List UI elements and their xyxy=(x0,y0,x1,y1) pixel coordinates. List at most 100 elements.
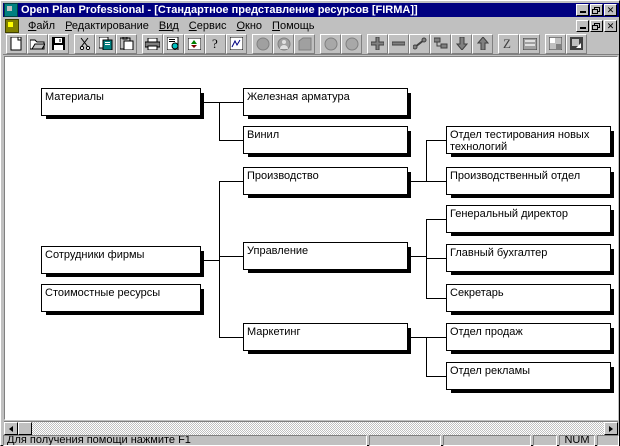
node-shadow xyxy=(610,131,614,157)
diagram-node[interactable]: Железная арматура xyxy=(243,88,411,119)
sort-icon[interactable] xyxy=(184,33,205,54)
diagram-node[interactable]: Производство xyxy=(243,167,411,198)
remove-minus-icon[interactable] xyxy=(388,33,409,54)
properties-icon[interactable] xyxy=(226,33,247,54)
menu-item-file[interactable]: Файл xyxy=(28,19,56,32)
svg-text:Z: Z xyxy=(503,37,511,50)
diagram-node[interactable]: Отдел рекламы xyxy=(446,362,614,393)
mdi-close-button[interactable]: ✕ xyxy=(604,19,617,32)
diagram-node[interactable]: Управление xyxy=(243,242,411,273)
menu-item-help[interactable]: Помощь xyxy=(272,19,315,32)
grid-view-icon[interactable] xyxy=(519,33,540,54)
diagram-node[interactable]: Стоимостные ресурсы xyxy=(41,284,204,315)
connector-line xyxy=(219,140,243,141)
diagram-node[interactable]: Главный бухгалтер xyxy=(446,244,614,275)
toolbar: ? Z xyxy=(3,33,619,55)
diagram-node[interactable]: Сотрудники фирмы xyxy=(41,246,204,277)
diagram-node-label: Генеральный директор xyxy=(450,208,568,220)
menu-item-edit[interactable]: Редактирование xyxy=(65,19,149,32)
filter-circle-icon[interactable] xyxy=(320,33,341,54)
node-shadow xyxy=(451,153,614,157)
menu-item-edit-label: едактирование xyxy=(71,19,149,32)
move-down-icon[interactable] xyxy=(451,33,472,54)
cut-scissors-icon[interactable] xyxy=(74,33,95,54)
menu-item-file-label: айл xyxy=(36,19,56,32)
connector-line xyxy=(426,140,446,141)
connector-line xyxy=(408,181,426,182)
diagram-node[interactable]: Отдел продаж xyxy=(446,323,614,354)
diagram-node-label: Железная арматура xyxy=(247,91,350,103)
sort-circle-icon[interactable] xyxy=(341,33,362,54)
status-pane-a xyxy=(369,435,441,446)
add-plus-icon[interactable] xyxy=(367,33,388,54)
diagram-node[interactable]: Винил xyxy=(243,126,411,157)
scroll-thumb[interactable] xyxy=(18,422,32,435)
paste-icon[interactable] xyxy=(116,33,137,54)
node-shadow xyxy=(610,210,614,236)
status-pane-d xyxy=(597,435,619,446)
menu-item-service-label: ервис xyxy=(196,19,227,32)
diagram-node-label: Маркетинг xyxy=(247,326,301,338)
diagram-node[interactable]: Маркетинг xyxy=(243,323,411,354)
help-question-icon[interactable]: ? xyxy=(205,33,226,54)
node-shadow xyxy=(248,194,411,198)
resource-circle-icon[interactable] xyxy=(252,33,273,54)
link-icon[interactable] xyxy=(409,33,430,54)
copy-icon[interactable] xyxy=(95,33,116,54)
node-shadow xyxy=(248,153,411,157)
diagram-node-label: Секретарь xyxy=(450,287,504,299)
diagram-node-label: Отдел тестирования новых технологий xyxy=(450,129,590,153)
application-icon xyxy=(4,3,18,17)
menu-bar: Файл Редактирование Вид Сервис Окно Помо… xyxy=(3,18,619,33)
mdi-minimize-button[interactable] xyxy=(576,19,589,32)
diagram-node[interactable]: Производственный отдел xyxy=(446,167,614,198)
menu-item-window-label: кно xyxy=(245,19,263,32)
svg-text:?: ? xyxy=(212,37,218,50)
node-shadow xyxy=(451,194,614,198)
node-shadow xyxy=(407,247,411,273)
resource-shape-icon[interactable] xyxy=(294,33,315,54)
expand-icon[interactable] xyxy=(566,33,587,54)
diagram-node[interactable]: Материалы xyxy=(41,88,204,119)
move-up-icon[interactable] xyxy=(472,33,493,54)
diagram-node-label: Производство xyxy=(247,170,319,182)
diagram-node-label: Материалы xyxy=(45,91,104,103)
layout-icon[interactable] xyxy=(545,33,566,54)
connector-line xyxy=(201,260,219,261)
save-disk-icon[interactable] xyxy=(48,33,69,54)
title-bar: Open Plan Professional - [Стандартное пр… xyxy=(3,3,619,17)
node-shadow xyxy=(200,289,204,315)
open-folder-icon[interactable] xyxy=(27,33,48,54)
zoom-z-icon[interactable]: Z xyxy=(498,33,519,54)
horizontal-scrollbar[interactable] xyxy=(4,421,618,435)
restore-button[interactable] xyxy=(590,4,603,16)
menu-item-view[interactable]: Вид xyxy=(158,19,179,32)
mdi-window-controls: ✕ xyxy=(576,19,617,32)
diagram-node-label: Стоимостные ресурсы xyxy=(45,287,161,299)
node-shadow xyxy=(46,311,204,315)
new-file-icon[interactable] xyxy=(6,33,27,54)
close-button[interactable]: ✕ xyxy=(604,4,617,16)
diagram-node-label: Сотрудники фирмы xyxy=(45,249,145,261)
print-preview-icon[interactable] xyxy=(163,33,184,54)
scroll-track[interactable] xyxy=(32,422,604,435)
diagram-node[interactable]: Секретарь xyxy=(446,284,614,315)
mdi-restore-button[interactable] xyxy=(590,19,603,32)
diagram-node[interactable]: Отдел тестирования новых технологий xyxy=(446,126,614,157)
diagram-node[interactable]: Генеральный директор xyxy=(446,205,614,236)
scroll-right-arrow-icon[interactable] xyxy=(604,422,618,435)
mdi-document-icon[interactable] xyxy=(5,18,19,33)
resource-person-icon[interactable] xyxy=(273,33,294,54)
node-shadow xyxy=(451,389,614,393)
hierarchy-icon[interactable] xyxy=(430,33,451,54)
menu-item-window[interactable]: Окно xyxy=(236,19,263,32)
menu-item-service[interactable]: Сервис xyxy=(188,19,227,32)
minimize-button[interactable] xyxy=(576,4,589,16)
print-icon[interactable] xyxy=(142,33,163,54)
diagram-node-label: Главный бухгалтер xyxy=(450,247,548,259)
connector-line xyxy=(408,337,426,338)
scroll-left-arrow-icon[interactable] xyxy=(4,422,18,435)
diagram-node-label: Отдел рекламы xyxy=(450,365,531,377)
